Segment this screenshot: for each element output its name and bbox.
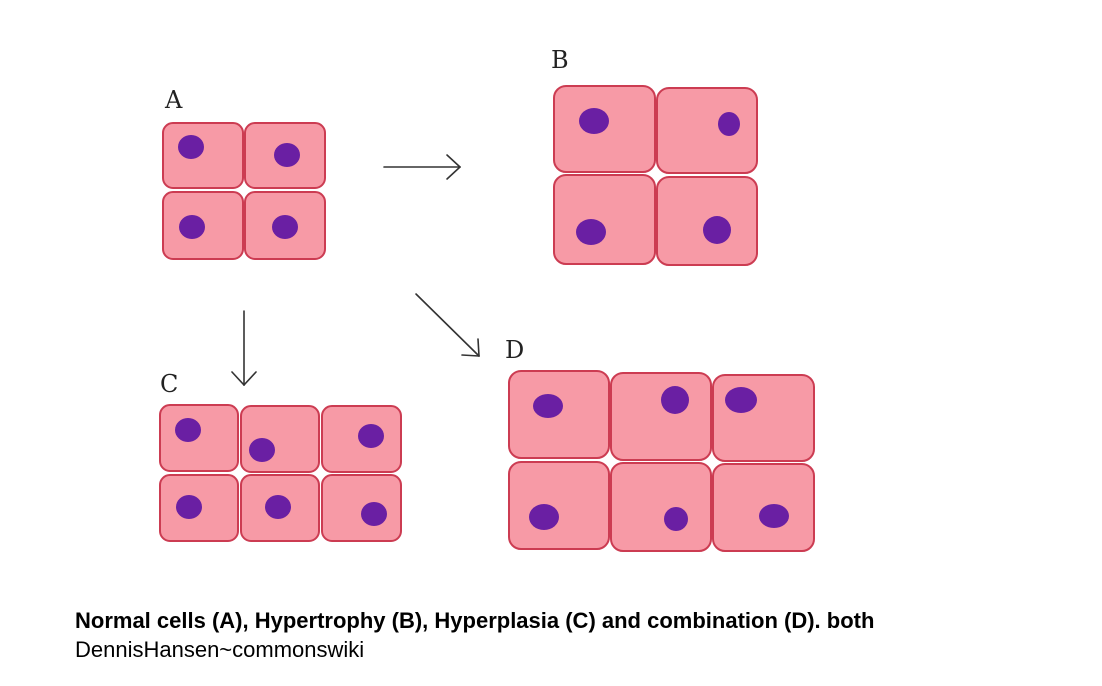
cell bbox=[240, 405, 320, 473]
cell bbox=[610, 462, 712, 552]
nucleus bbox=[533, 394, 563, 418]
cell bbox=[610, 372, 712, 461]
group-c-hyperplasia: C bbox=[159, 370, 402, 542]
cell bbox=[159, 404, 239, 472]
label-d: D bbox=[505, 336, 524, 364]
label-c: C bbox=[160, 370, 178, 398]
nucleus bbox=[265, 495, 291, 519]
cell bbox=[656, 87, 758, 174]
cell bbox=[162, 122, 244, 189]
nucleus bbox=[703, 216, 731, 244]
caption: Normal cells (A), Hypertrophy (B), Hyper… bbox=[75, 606, 1085, 664]
cell bbox=[508, 461, 610, 550]
arrow-right-icon bbox=[383, 154, 461, 180]
nucleus bbox=[361, 502, 387, 526]
nucleus bbox=[579, 108, 609, 134]
nucleus bbox=[529, 504, 559, 530]
nucleus bbox=[179, 215, 205, 239]
nucleus bbox=[178, 135, 204, 159]
nucleus bbox=[759, 504, 789, 528]
arrow-down-icon bbox=[231, 310, 257, 386]
nucleus bbox=[664, 507, 688, 531]
nucleus bbox=[725, 387, 757, 413]
group-d-combination: D bbox=[505, 336, 815, 552]
group-a-normal-cells: A bbox=[162, 86, 326, 260]
cell bbox=[508, 370, 610, 459]
nucleus bbox=[576, 219, 606, 245]
nucleus bbox=[274, 143, 300, 167]
nucleus bbox=[661, 386, 689, 414]
cell-growth-diagram: A B C bbox=[159, 46, 815, 552]
nucleus bbox=[249, 438, 275, 462]
cell bbox=[553, 174, 656, 265]
caption-title: Normal cells (A), Hypertrophy (B), Hyper… bbox=[75, 608, 875, 633]
label-a: A bbox=[164, 86, 183, 114]
cell bbox=[712, 374, 815, 462]
nucleus bbox=[175, 418, 201, 442]
arrow-diagonal-icon bbox=[415, 293, 480, 357]
nucleus bbox=[358, 424, 384, 448]
nucleus bbox=[272, 215, 298, 239]
nucleus bbox=[176, 495, 202, 519]
label-b: B bbox=[551, 46, 569, 74]
nucleus bbox=[718, 112, 740, 136]
cell bbox=[321, 474, 402, 542]
group-b-hypertrophy: B bbox=[551, 46, 758, 266]
caption-credit: DennisHansen~commonswiki bbox=[75, 637, 365, 662]
